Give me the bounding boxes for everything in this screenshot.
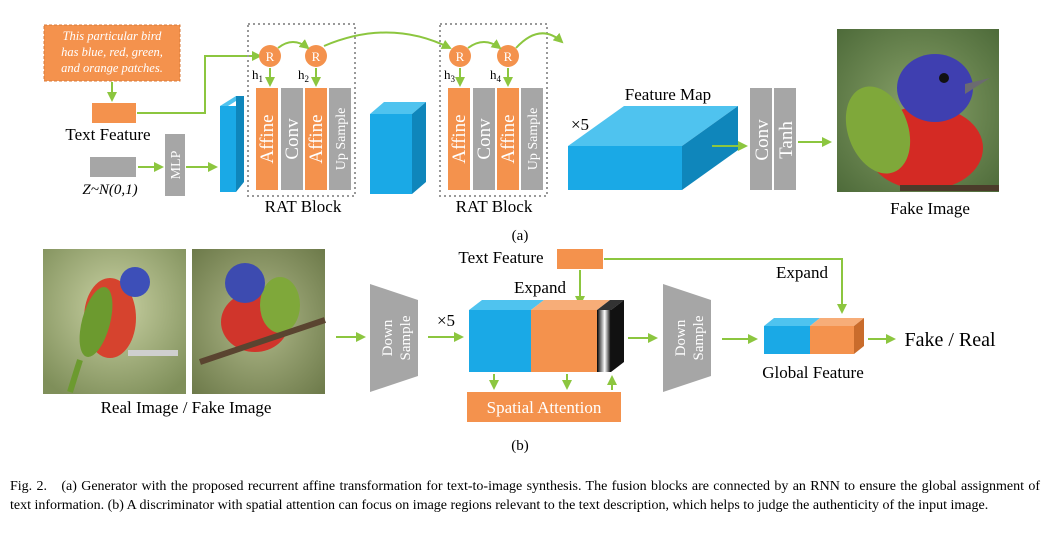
spatial-attention-block	[467, 392, 621, 422]
input-label: Real Image / Fake Image	[101, 398, 272, 417]
down-sample-block-2	[663, 284, 711, 392]
svg-text:Sample: Sample	[398, 315, 414, 360]
svg-text:Conv: Conv	[474, 118, 495, 160]
svg-text:R: R	[312, 49, 321, 64]
global-feature-label: Global Feature	[762, 363, 864, 382]
text-feature-label-b: Text Feature	[458, 248, 543, 267]
attention-map	[597, 310, 611, 372]
prompt-line-3: and orange patches.	[61, 61, 163, 75]
svg-text:R: R	[456, 49, 465, 64]
caption-lead: Fig. 2.	[10, 479, 48, 494]
svg-text:Conv: Conv	[282, 118, 303, 160]
tanh-output-layer	[774, 88, 796, 190]
feature-map-block	[568, 106, 738, 190]
noise-block	[90, 157, 136, 177]
caption-text: (a) Generator with the proposed recurren…	[10, 479, 1040, 513]
fake-bird-image	[837, 29, 999, 192]
expand-label-2: Expand	[776, 263, 828, 282]
noise-label: Z~N(0,1)	[82, 182, 137, 198]
text-prompt-box: This particular bird has blue, red, gree…	[43, 24, 181, 82]
svg-text:Up Sample: Up Sample	[334, 108, 349, 171]
figure-caption: Fig. 2. (a) Generator with the proposed …	[10, 477, 1040, 515]
rnn-node	[305, 45, 327, 67]
svg-text:R: R	[266, 49, 275, 64]
feature-map-label: Feature Map	[625, 85, 711, 104]
real-bird-image	[43, 249, 186, 394]
initial-feature-block	[220, 96, 244, 192]
intermediate-feature-block	[370, 102, 426, 194]
hidden-label-h1: h1	[252, 67, 263, 84]
rat-block-label: RAT Block	[456, 197, 533, 216]
prompt-line-2: has blue, red, green,	[61, 45, 163, 59]
fake-bird-image-2	[192, 249, 326, 394]
rat-block-1: Affine Conv Affine Up Sample R R h1 h2 R…	[247, 23, 356, 216]
discriminator-diagram: Real Image / Fake Image Down Sample ×5 T…	[43, 248, 996, 454]
rnn-node	[259, 45, 281, 67]
svg-text:Down: Down	[380, 319, 396, 356]
panel-label-a: (a)	[512, 228, 529, 244]
fake-image-label: Fake Image	[890, 199, 970, 218]
affine-layer	[256, 88, 278, 190]
svg-text:Sample: Sample	[691, 315, 707, 360]
hidden-label-h4: h4	[490, 67, 502, 84]
repeat-label-a: ×5	[571, 115, 589, 134]
svg-text:Conv: Conv	[752, 119, 773, 161]
affine-layer	[305, 88, 327, 190]
mlp-label: MLP	[169, 150, 184, 179]
output-label: Fake / Real	[904, 329, 996, 351]
hidden-label-h3: h3	[444, 67, 456, 84]
hidden-label-h2: h2	[298, 67, 309, 84]
svg-text:Affine: Affine	[449, 114, 470, 163]
text-feature-block	[92, 103, 136, 123]
spatial-attention-label: Spatial Attention	[487, 398, 602, 417]
generator-diagram: This particular bird has blue, red, gree…	[43, 23, 999, 244]
svg-text:Up Sample: Up Sample	[526, 108, 541, 171]
conv-layer	[281, 88, 303, 190]
svg-text:Affine: Affine	[498, 114, 519, 163]
expand-label-1: Expand	[514, 278, 566, 297]
down-sample-block-1	[370, 284, 418, 392]
text-feature-block-b	[557, 249, 603, 269]
mlp-block	[165, 134, 185, 196]
repeat-label-b: ×5	[437, 311, 455, 330]
svg-text:Affine: Affine	[257, 114, 278, 163]
svg-text:Tanh: Tanh	[776, 121, 797, 159]
prompt-line-1: This particular bird	[63, 29, 163, 43]
svg-text:Affine: Affine	[306, 114, 327, 163]
panel-label-b: (b)	[511, 438, 529, 454]
upsample-layer	[329, 88, 351, 190]
text-feature-label: Text Feature	[65, 125, 150, 144]
svg-text:R: R	[504, 49, 513, 64]
rat-block-2: Affine Conv Affine Up Sample R R h3 h4 R…	[439, 23, 564, 216]
rat-block-label: RAT Block	[265, 197, 342, 216]
combined-feature-block	[469, 300, 624, 372]
conv-output-layer	[750, 88, 772, 190]
svg-text:Down: Down	[673, 319, 689, 356]
global-feature-block	[764, 318, 864, 354]
